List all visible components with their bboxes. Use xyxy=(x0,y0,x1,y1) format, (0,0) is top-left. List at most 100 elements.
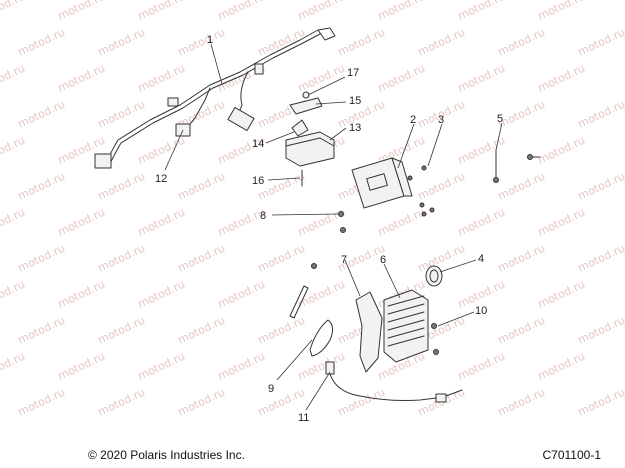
watermark-text: motod.ru xyxy=(0,350,27,383)
callout-16: 16 xyxy=(252,175,264,187)
callout-9: 9 xyxy=(268,383,274,395)
watermark-text: motod.ru xyxy=(416,170,467,203)
watermark-text: motod.ru xyxy=(216,278,267,311)
callout-14: 14 xyxy=(252,138,264,150)
watermark-text: motod.ru xyxy=(376,62,427,95)
watermark-text: motod.ru xyxy=(536,134,587,167)
watermark-text: motod.ru xyxy=(216,350,267,383)
watermark-text: motod.ru xyxy=(216,0,267,23)
callout-17: 17 xyxy=(347,67,359,79)
watermark-text: motod.ru xyxy=(136,350,187,383)
watermark-text: motod.ru xyxy=(536,206,587,239)
watermark-text: motod.ru xyxy=(576,242,625,275)
watermark-text: motod.ru xyxy=(456,0,507,23)
watermark-text: motod.ru xyxy=(96,314,147,347)
watermark-text: motod.ru xyxy=(16,314,67,347)
watermark-text: motod.ru xyxy=(496,26,547,59)
watermark-text: motod.ru xyxy=(16,98,67,131)
watermark-text: motod.ru xyxy=(56,278,107,311)
watermark-text: motod.ru xyxy=(16,242,67,275)
watermark-text: motod.ru xyxy=(456,62,507,95)
watermark-text: motod.ru xyxy=(136,0,187,23)
watermark-text: motod.ru xyxy=(456,134,507,167)
watermark-text: motod.ru xyxy=(176,386,227,419)
watermark-text: motod.ru xyxy=(256,314,307,347)
watermark-text: motod.ru xyxy=(176,26,227,59)
watermark-text: motod.ru xyxy=(96,98,147,131)
watermark-text: motod.ru xyxy=(376,206,427,239)
callout-4: 4 xyxy=(478,253,484,265)
part-ecu xyxy=(351,157,413,209)
watermark-text: motod.ru xyxy=(576,386,625,419)
watermark-text: motod.ru xyxy=(176,314,227,347)
watermark-text: motod.ru xyxy=(96,26,147,59)
watermark-text: motod.ru xyxy=(296,206,347,239)
callout-13: 13 xyxy=(349,122,361,134)
callout-3: 3 xyxy=(438,114,444,126)
watermark-text: motod.ru xyxy=(176,170,227,203)
watermark-text: motod.ru xyxy=(576,314,625,347)
part-grommet xyxy=(425,265,443,287)
watermark-text: motod.ru xyxy=(496,242,547,275)
part-bracket xyxy=(355,291,383,373)
watermark-text: motod.ru xyxy=(496,314,547,347)
callout-11: 11 xyxy=(298,412,309,424)
watermark-text: motod.ru xyxy=(0,0,27,23)
watermark-text: motod.ru xyxy=(56,62,107,95)
callout-7: 7 xyxy=(341,254,347,266)
watermark-text: motod.ru xyxy=(536,278,587,311)
watermark-text: motod.ru xyxy=(576,98,625,131)
watermark-text: motod.ru xyxy=(0,134,27,167)
part-straps xyxy=(289,285,334,357)
document-id: C701100-1 xyxy=(542,448,602,462)
watermark-text: motod.ru xyxy=(96,242,147,275)
watermark-text: motod.ru xyxy=(0,206,27,239)
watermark-text: motod.ru xyxy=(0,278,27,311)
callout-8: 8 xyxy=(260,210,266,222)
part-relay-assembly xyxy=(285,91,335,167)
watermark-text: motod.ru xyxy=(496,98,547,131)
watermark-text: motod.ru xyxy=(536,0,587,23)
watermark-text: motod.ru xyxy=(456,206,507,239)
watermark-text: motod.ru xyxy=(96,386,147,419)
watermark-text: motod.ru xyxy=(56,350,107,383)
watermark-text: motod.ru xyxy=(336,26,387,59)
watermark-text: motod.ru xyxy=(16,170,67,203)
watermark-text: motod.ru xyxy=(136,206,187,239)
watermark-text: motod.ru xyxy=(576,170,625,203)
watermark-text: motod.ru xyxy=(536,350,587,383)
watermark-text: motod.ru xyxy=(296,350,347,383)
part-wire-harness xyxy=(94,27,336,169)
watermark-text: motod.ru xyxy=(576,26,625,59)
watermark-text: motod.ru xyxy=(56,0,107,23)
callout-5: 5 xyxy=(497,113,503,125)
callout-15: 15 xyxy=(349,95,361,107)
callout-labels: 1 2 3 4 5 6 7 8 9 10 11 12 13 14 15 16 1… xyxy=(155,34,503,424)
copyright-notice: © 2020 Polaris Industries Inc. xyxy=(88,448,245,462)
watermark-text: motod.ru xyxy=(536,62,587,95)
watermark-text: motod.ru xyxy=(256,242,307,275)
callout-1: 1 xyxy=(207,34,213,46)
watermark-text: motod.ru xyxy=(296,278,347,311)
watermark-text: motod.ru xyxy=(456,350,507,383)
callout-12: 12 xyxy=(155,173,167,185)
watermark-text: motod.ru xyxy=(296,62,347,95)
watermark-text: motod.ru xyxy=(176,242,227,275)
callout-10: 10 xyxy=(475,305,487,317)
watermark-text: motod.ru xyxy=(136,62,187,95)
part-lead-wire xyxy=(325,361,463,403)
watermark-text: motod.ru xyxy=(496,386,547,419)
callout-2: 2 xyxy=(410,114,416,126)
watermark-text: motod.ru xyxy=(96,170,147,203)
callout-6: 6 xyxy=(380,254,386,266)
watermark-text: motod.ru xyxy=(416,26,467,59)
watermark-text: motod.ru xyxy=(0,62,27,95)
leader-lines xyxy=(164,43,503,411)
watermark-text: motod.ru xyxy=(376,0,427,23)
watermark-text: motod.ru xyxy=(296,0,347,23)
watermark-text: motod.ru xyxy=(16,26,67,59)
part-regulator xyxy=(383,289,429,363)
watermark-text: motod.ru xyxy=(336,98,387,131)
